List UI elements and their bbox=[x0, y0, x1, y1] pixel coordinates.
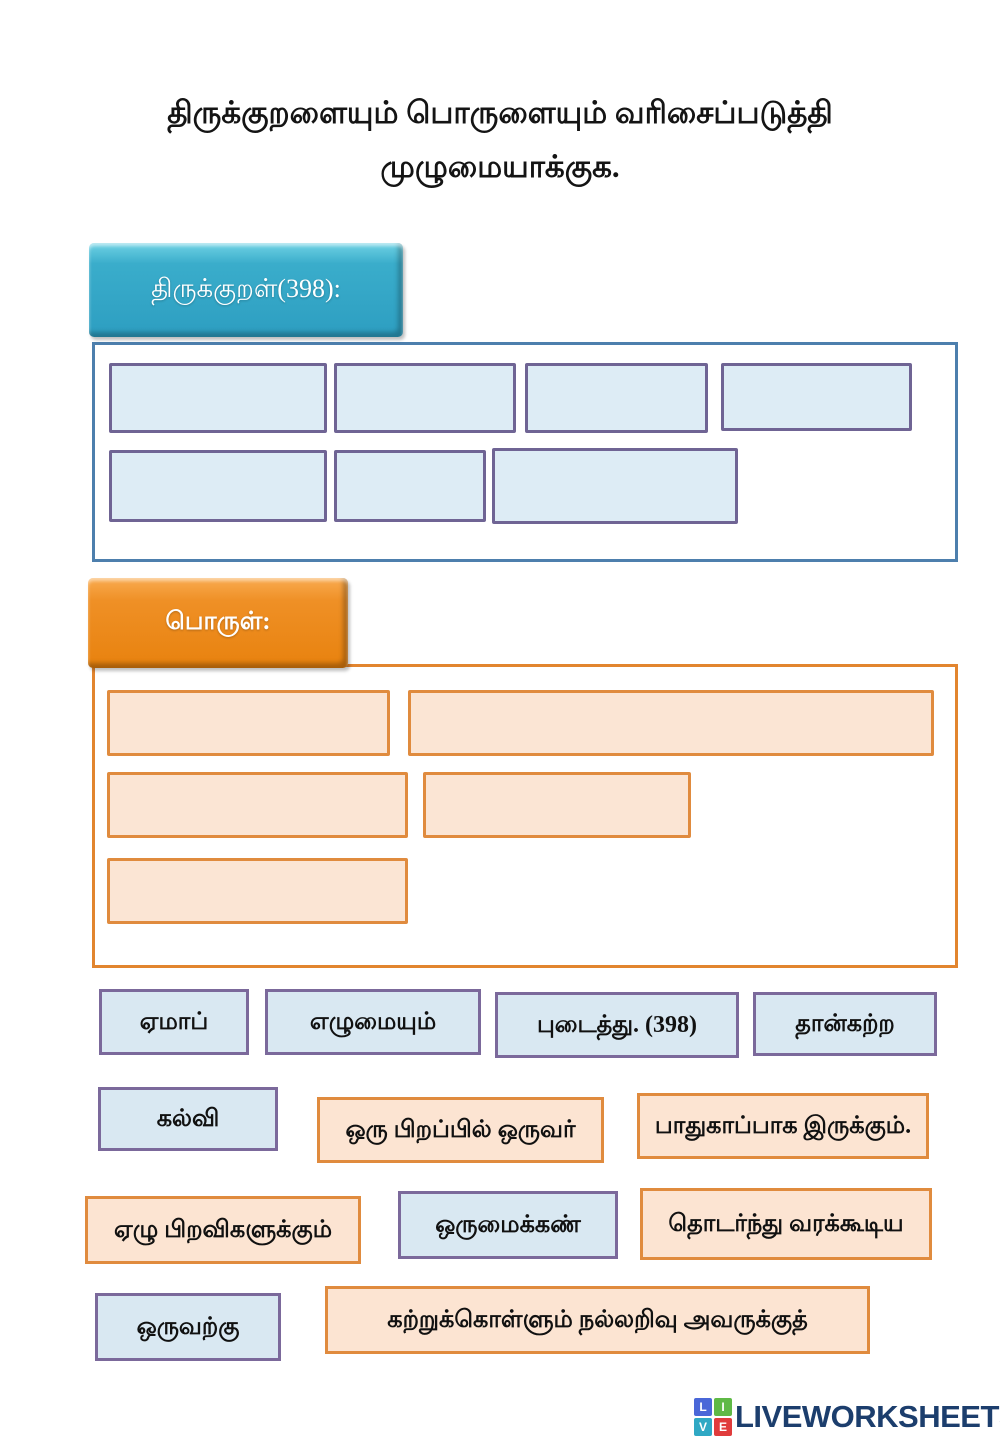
porul-drop-slot-3[interactable] bbox=[107, 772, 408, 838]
logo-letter-i: I bbox=[714, 1398, 732, 1416]
porul-drop-slot-1[interactable] bbox=[107, 690, 390, 756]
kural-drop-slot-7[interactable] bbox=[492, 448, 738, 524]
word-tile[interactable]: தொடர்ந்து வரக்கூடிய bbox=[640, 1188, 932, 1260]
word-tile[interactable]: ஏழு பிறவிகளுக்கும் bbox=[85, 1196, 361, 1264]
worksheet-title-line1: திருக்குறளையும் பொருளையும் வரிசைப்படுத்த… bbox=[167, 95, 833, 130]
word-tile[interactable]: ஒரு பிறப்பில் ஒருவர் bbox=[317, 1097, 604, 1163]
word-tile[interactable]: கல்வி bbox=[98, 1087, 278, 1151]
logo-letter-v: V bbox=[694, 1418, 712, 1436]
porul-section-header: பொருள்: bbox=[88, 578, 348, 668]
kural-drop-slot-1[interactable] bbox=[109, 363, 327, 433]
kural-section-header-label: திருக்குறள்(398): bbox=[151, 273, 341, 303]
porul-drop-slot-5[interactable] bbox=[107, 858, 408, 924]
word-tile[interactable]: ஒருவற்கு bbox=[95, 1293, 281, 1361]
porul-section-header-label: பொருள்: bbox=[165, 607, 271, 635]
logo-letter-l: L bbox=[694, 1398, 712, 1416]
kural-drop-slot-2[interactable] bbox=[334, 363, 516, 433]
kural-section-header: திருக்குறள்(398): bbox=[89, 243, 403, 337]
kural-drop-slot-3[interactable] bbox=[525, 363, 708, 433]
brand-name: LIVEWORKSHEETS bbox=[735, 1399, 1000, 1434]
porul-drop-slot-4[interactable] bbox=[423, 772, 691, 838]
worksheet-title-line2: முழுமையாக்குக. bbox=[380, 149, 620, 185]
word-tile[interactable]: புடைத்து. (398) bbox=[495, 992, 739, 1058]
word-tile[interactable]: எழுமையும் bbox=[265, 989, 481, 1055]
liveworksheets-grid-icon: L I V E bbox=[694, 1398, 732, 1436]
logo-letter-e: E bbox=[714, 1418, 732, 1436]
worksheet-title: திருக்குறளையும் பொருளையும் வரிசைப்படுத்த… bbox=[0, 86, 1000, 195]
word-tile[interactable]: தான்கற்ற bbox=[753, 992, 937, 1056]
word-tile[interactable]: ஒருமைக்கண் bbox=[398, 1191, 618, 1259]
word-tile[interactable]: கற்றுக்கொள்ளும் நல்லறிவு அவருக்குத் bbox=[325, 1286, 870, 1354]
kural-drop-slot-6[interactable] bbox=[334, 450, 486, 522]
word-tile[interactable]: பாதுகாப்பாக இருக்கும். bbox=[637, 1093, 929, 1159]
porul-drop-slot-2[interactable] bbox=[408, 690, 934, 756]
kural-drop-slot-5[interactable] bbox=[109, 450, 327, 522]
kural-drop-slot-4[interactable] bbox=[721, 363, 912, 431]
liveworksheets-logo-link[interactable]: L I V E LIVEWORKSHEETS bbox=[694, 1398, 1000, 1436]
word-tile[interactable]: ஏமாப் bbox=[99, 989, 249, 1055]
